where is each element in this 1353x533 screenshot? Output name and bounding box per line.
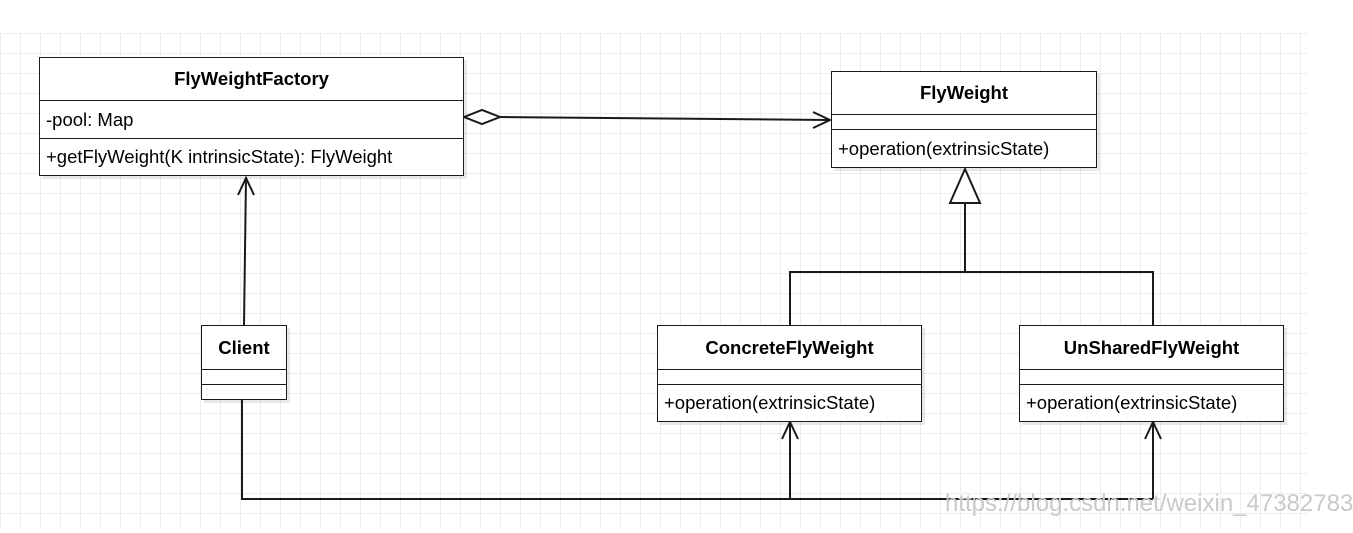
operations-empty bbox=[202, 384, 286, 399]
class-client[interactable]: Client bbox=[201, 325, 287, 400]
relation-lines bbox=[237, 108, 1162, 500]
operation-operation: +operation(extrinsicState) bbox=[658, 384, 921, 421]
concrete-generalization-line bbox=[789, 271, 1154, 326]
class-name: ConcreteFlyWeight bbox=[705, 336, 874, 358]
operation-operation: +operation(extrinsicState) bbox=[1020, 384, 1283, 421]
client-bottom-line bbox=[241, 400, 1153, 500]
class-concrete-flyweight[interactable]: ConcreteFlyWeight +operation(extrinsicSt… bbox=[657, 325, 922, 422]
client-concrete-arrowhead bbox=[781, 419, 799, 440]
client-unshared-arrowhead bbox=[1144, 419, 1162, 440]
class-flyweight-factory[interactable]: FlyWeightFactory -pool: Map +getFlyWeigh… bbox=[39, 57, 464, 176]
class-name: Client bbox=[218, 336, 270, 358]
class-name: FlyWeightFactory bbox=[174, 68, 329, 89]
attributes-empty bbox=[202, 369, 286, 384]
generalization-triangle bbox=[948, 166, 982, 204]
operation-get-flyweight: +getFlyWeight(K intrinsicState): FlyWeig… bbox=[40, 138, 463, 175]
client-factory-arrowhead bbox=[237, 175, 255, 196]
aggregation-diamond bbox=[461, 108, 503, 126]
attribute-pool: -pool: Map bbox=[40, 100, 463, 138]
aggregation-line bbox=[499, 116, 831, 121]
attributes-empty bbox=[832, 114, 1096, 129]
aggregation-arrowhead bbox=[812, 111, 833, 129]
class-unshared-flyweight[interactable]: UnSharedFlyWeight +operation(extrinsicSt… bbox=[1019, 325, 1284, 422]
operation-operation: +operation(extrinsicState) bbox=[832, 129, 1096, 167]
class-name: FlyWeight bbox=[919, 82, 1009, 103]
client-factory-line bbox=[243, 177, 247, 326]
attributes-empty bbox=[1020, 369, 1283, 384]
class-flyweight[interactable]: FlyWeight +operation(extrinsicState) bbox=[831, 71, 1097, 168]
class-name: UnSharedFlyWeight bbox=[1063, 336, 1240, 358]
watermark-text: https://blog.csdn.net/weixin_47382783 bbox=[945, 490, 1353, 517]
attributes-empty bbox=[658, 369, 921, 384]
